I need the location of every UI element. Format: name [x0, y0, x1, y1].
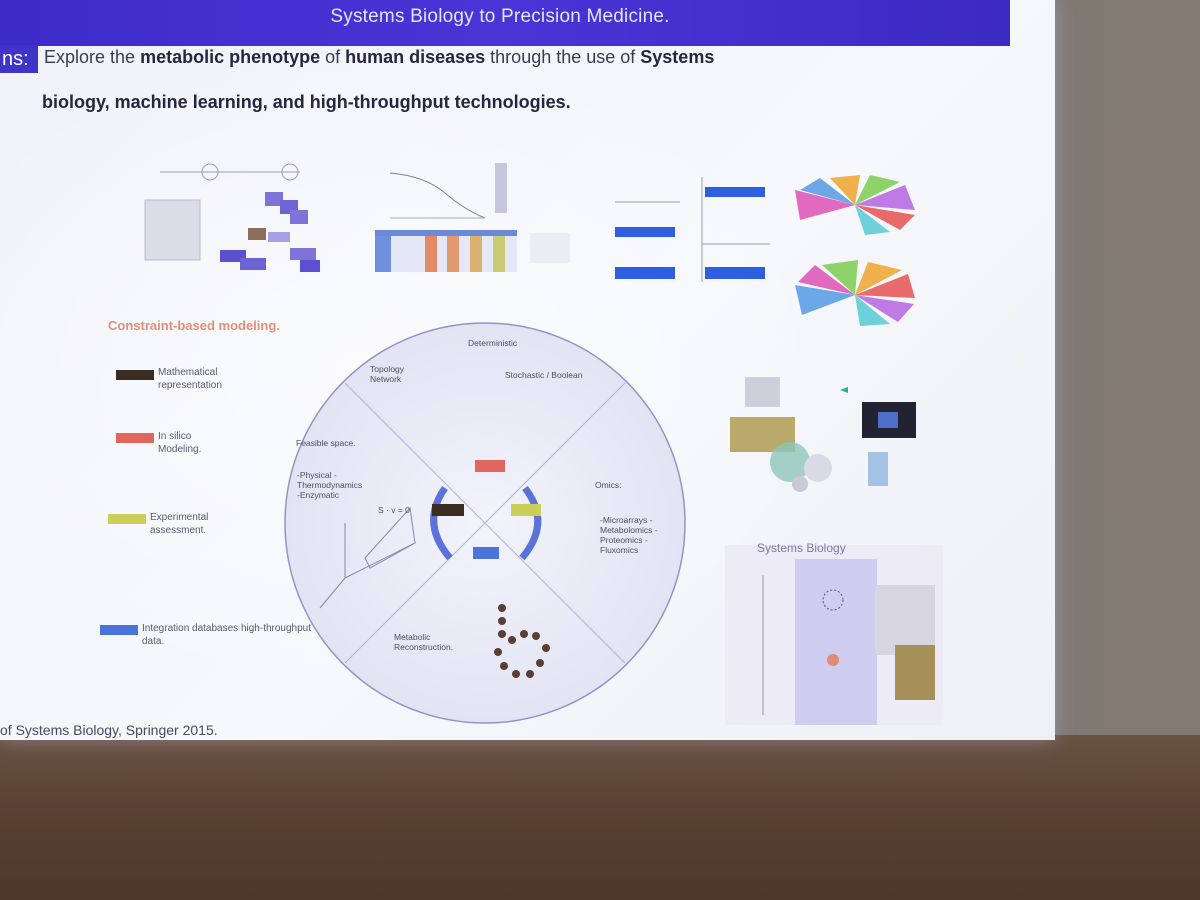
label-topology-network: Topology Network — [370, 364, 405, 384]
aims-label: ns: — [0, 45, 38, 73]
fan-charts-thumbnail — [790, 170, 920, 330]
systems-biology-graphic — [762, 559, 935, 725]
objective-bold: Systems — [640, 47, 715, 67]
objective-text: Explore the — [44, 47, 141, 67]
pipeline-diagram-graphic — [144, 163, 320, 272]
pipeline-diagram-thumbnail — [140, 150, 325, 280]
scatter-plots-graphic — [615, 177, 770, 282]
constraint-circle-diagram — [284, 322, 686, 724]
legend-swatch-mathematical — [116, 370, 154, 380]
legend-swatch-experimental — [108, 514, 146, 524]
objective-text: of — [320, 47, 346, 67]
objective-line-2: biology, machine learning, and high-thro… — [42, 92, 571, 112]
projection-screen: Systems Biology to Precision Medicine. n… — [0, 0, 1055, 740]
legend-label-mathematical: Mathematical representation — [158, 367, 222, 391]
fan-charts-graphic — [795, 175, 915, 326]
reference-footer: of Systems Biology, Springer 2015. — [0, 722, 218, 738]
curve-and-table-thumbnail — [375, 158, 575, 276]
systems-biology-label: Systems Biology — [757, 541, 846, 555]
label-feasible-space: Feasible space. — [296, 438, 356, 448]
legend-swatch-integration — [100, 625, 138, 635]
legend-label-integration: Integration databases high-throughput da… — [142, 623, 312, 647]
legend-swatch-insilico — [116, 433, 154, 443]
curve-and-table-graphic — [375, 163, 570, 272]
label-metabolic-reconstruction: Metabolic Reconstruction. — [394, 632, 454, 652]
label-stochastic-boolean: Stochastic / Boolean — [505, 370, 583, 380]
slide-header: Systems Biology to Precision Medicine. — [0, 0, 1010, 46]
label-physical: -Physical -Thermodynamics -Enzymatic — [297, 470, 363, 500]
objective-bold: human diseases — [345, 47, 486, 67]
scatter-plots-thumbnail — [610, 172, 780, 292]
network-image-graphic — [730, 377, 916, 492]
network-image-thumbnail — [730, 372, 940, 494]
label-deterministic: Deterministic — [468, 338, 518, 348]
constraint-modeling-title: Constraint-based modeling. — [108, 318, 280, 333]
room-floor — [0, 735, 1200, 900]
legend-label-insilico: In silico Modeling. — [158, 431, 202, 455]
objective-line-1: Explore the metabolic phenotype of human… — [44, 47, 714, 68]
legend-label-experimental: Experimental assessment. — [150, 512, 209, 536]
label-sv0: S · v = 0 — [378, 505, 410, 515]
systems-biology-figure — [725, 545, 943, 725]
label-omics-list: -Microarrays -Metabolomics -Proteomics -… — [600, 515, 658, 555]
slide-title: Systems Biology to Precision Medicine. — [330, 6, 670, 27]
objective-text: through the use of — [485, 47, 641, 67]
label-omics: Omics: — [595, 480, 622, 490]
objective-bold: metabolic phenotype — [140, 47, 321, 67]
